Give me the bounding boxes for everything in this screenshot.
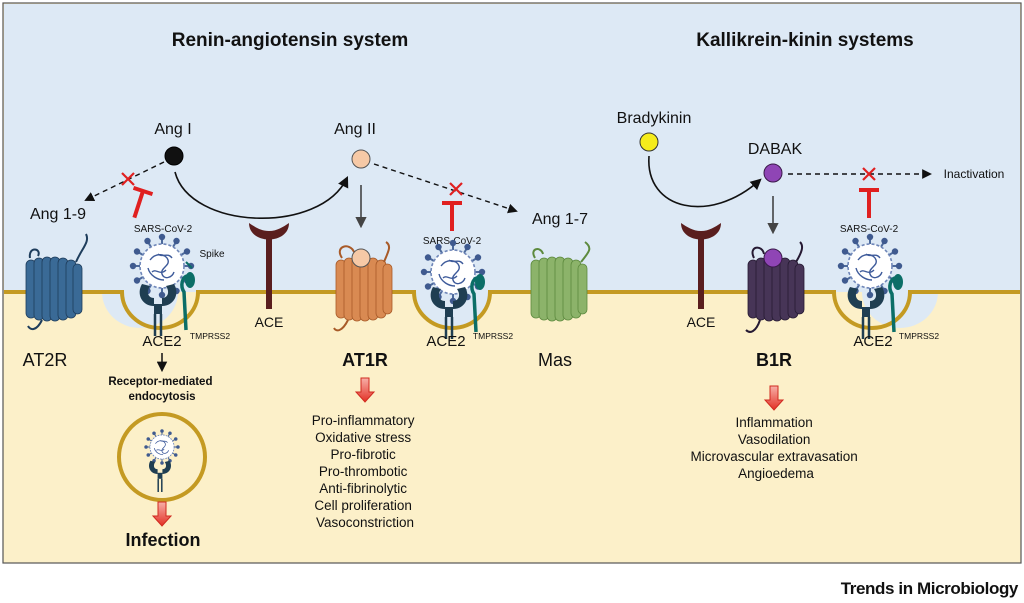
- effect-item: Cell proliferation: [314, 498, 412, 513]
- ang2-molecule: [351, 149, 371, 169]
- effect-item: Vasodilation: [738, 432, 811, 447]
- bradykinin-label: Bradykinin: [617, 110, 692, 127]
- tmprss2-label: TMPRSS2: [899, 331, 939, 341]
- endocytosis-line: Receptor-mediated: [108, 376, 212, 388]
- infection-label: Infection: [126, 530, 201, 550]
- ang1-molecule: [164, 146, 184, 166]
- sars-label: SARS-CoV-2: [840, 224, 899, 235]
- bradykinin-molecule: [639, 132, 659, 152]
- inactivation-label: Inactivation: [944, 167, 1005, 181]
- b1r-effects: Inflammation Vasodilation Microvascular …: [690, 415, 861, 481]
- ang2-to-ang17-arrow: [373, 163, 518, 214]
- dabak-molecule: [763, 163, 783, 183]
- at1r-receptor: [333, 241, 393, 332]
- spike-label: Spike: [199, 249, 224, 260]
- effect-item: Oxidative stress: [315, 430, 411, 445]
- dabak-bound: [763, 248, 783, 268]
- mas-receptor: [530, 241, 591, 322]
- effect-item: Vasoconstriction: [316, 515, 414, 530]
- ang1-to-ang19-arrow: [84, 161, 165, 201]
- ace2-label: ACE2: [853, 333, 892, 350]
- mas-label: Mas: [538, 350, 572, 370]
- effect-item: Pro-fibrotic: [330, 447, 396, 462]
- ang1-label: Ang I: [154, 121, 191, 138]
- bradykinin-to-dabak-arrow: [648, 155, 762, 208]
- ang1-to-ang2-arrow: [174, 171, 349, 219]
- effect-item: Pro-inflammatory: [312, 413, 415, 428]
- tmprss2-label: TMPRSS2: [473, 331, 513, 341]
- ang2-bound: [351, 248, 371, 268]
- journal-logo: Trends in Microbiology: [840, 579, 1019, 598]
- ace2-label: ACE2: [142, 333, 181, 350]
- at1r-effects: Pro-inflammatory Oxidative stress Pro-fi…: [312, 413, 419, 530]
- extracellular-space: [4, 4, 1020, 328]
- ace2-label: ACE2: [426, 333, 465, 350]
- b1r-label: B1R: [756, 350, 792, 370]
- effect-item: Angioedema: [738, 466, 814, 481]
- endocytosis-label: Receptor-mediated endocytosis: [108, 376, 215, 403]
- tmprss2-label: TMPRSS2: [190, 331, 230, 341]
- ang19-label: Ang 1-9: [30, 206, 86, 223]
- ace-label: ACE: [255, 314, 284, 330]
- dabak-label: DABAK: [748, 141, 803, 158]
- effect-item: Anti-fibrinolytic: [319, 481, 407, 496]
- at2r-label: AT2R: [23, 350, 68, 370]
- endocytosis-line: endocytosis: [128, 391, 195, 403]
- ang17-label: Ang 1-7: [532, 211, 588, 228]
- at1r-label: AT1R: [342, 350, 388, 370]
- effect-item: Microvascular extravasation: [690, 449, 857, 464]
- ras-title: Renin-angiotensin system: [172, 30, 409, 51]
- b1r-receptor: [745, 241, 805, 333]
- ace-label: ACE: [687, 314, 716, 330]
- spike-pointer: [185, 261, 193, 269]
- ang2-label: Ang II: [334, 121, 376, 138]
- effect-item: Pro-thrombotic: [319, 464, 408, 479]
- effect-item: Inflammation: [735, 415, 812, 430]
- kks-title: Kallikrein-kinin systems: [696, 30, 914, 51]
- at2r-receptor: [25, 233, 88, 331]
- sars-label: SARS-CoV-2: [134, 224, 193, 235]
